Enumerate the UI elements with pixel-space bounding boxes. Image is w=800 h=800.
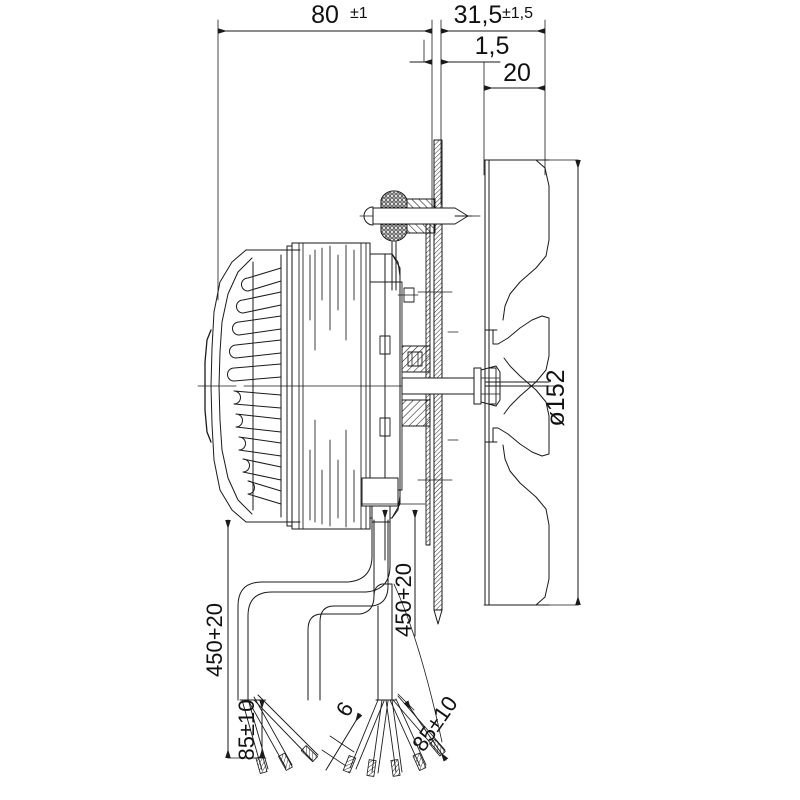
dim-label-85-left: 85±10 bbox=[234, 699, 259, 760]
dim-label-1-5: 1,5 bbox=[475, 32, 510, 60]
dim-label-20: 20 bbox=[503, 59, 531, 87]
dimension-85-right bbox=[397, 693, 449, 762]
bearing-hub-section bbox=[379, 287, 431, 437]
dim-label-diameter-152: ø152 bbox=[542, 370, 570, 427]
dim-label-31-5: 31,5 bbox=[454, 1, 503, 29]
dim-label-80-tol: ±1 bbox=[350, 5, 368, 22]
rivet-fastener bbox=[363, 190, 473, 291]
callout-6 bbox=[321, 712, 363, 771]
cable-right bbox=[307, 519, 393, 701]
dim-label-80: 80 bbox=[311, 1, 339, 29]
cable-right-trunk bbox=[373, 583, 393, 701]
dimension-450-right bbox=[361, 503, 426, 637]
dim-label-450-right: 450+20 bbox=[391, 563, 416, 637]
fan-impeller-profile bbox=[484, 159, 550, 606]
dim-label-450-left: 450+20 bbox=[202, 603, 227, 677]
cable-left bbox=[237, 519, 391, 701]
extension-lines bbox=[217, 19, 579, 606]
dim-label-31-5-tol: ±1,5 bbox=[502, 5, 533, 22]
dim-label-6: 6 bbox=[331, 697, 359, 721]
cooling-slots bbox=[227, 267, 282, 505]
motor-end-cap bbox=[204, 249, 301, 523]
dimension-85-left bbox=[249, 699, 267, 759]
cable-exit-box bbox=[361, 477, 399, 523]
fan-blade-details bbox=[488, 329, 498, 443]
end-cap-rails bbox=[252, 254, 282, 518]
